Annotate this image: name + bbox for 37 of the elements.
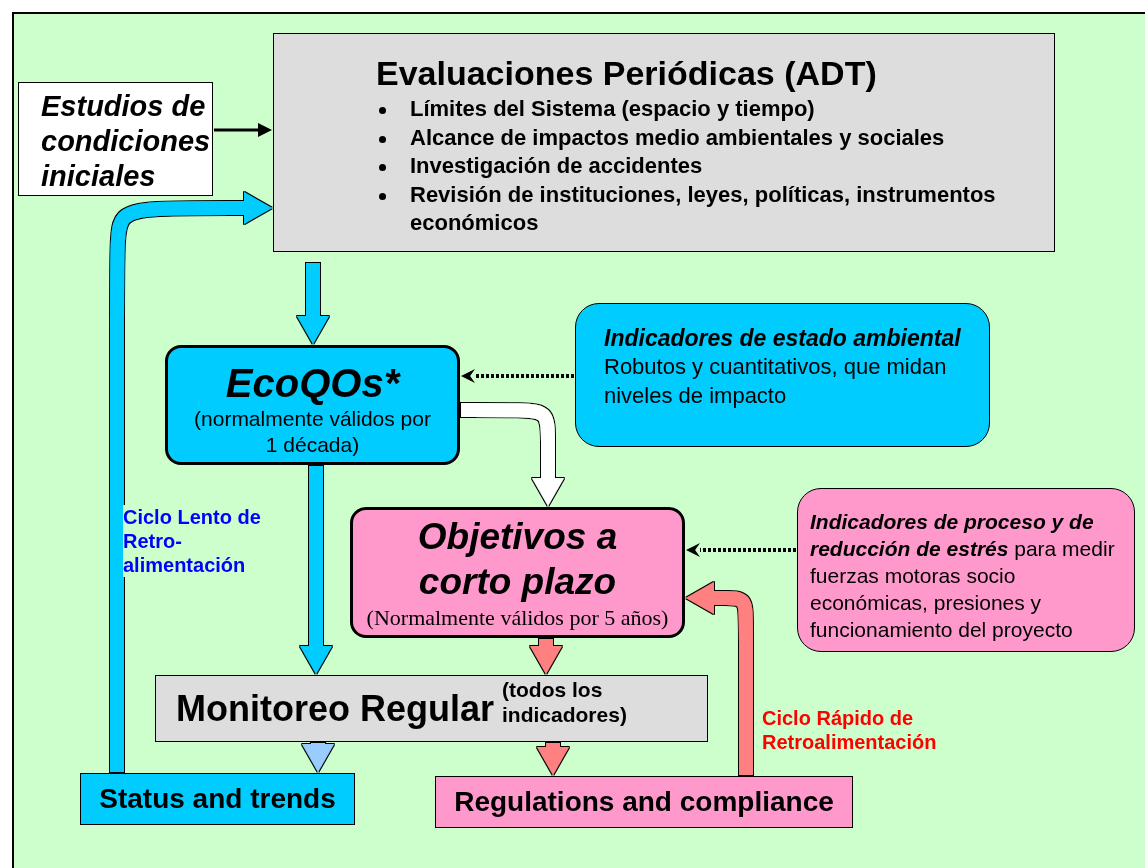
block-arrow <box>461 403 564 506</box>
box-text: Robutos y cuantitativos, que midan niveles de impacto <box>604 353 948 410</box>
box-title: Evaluaciones Periódicas (ADT) <box>376 54 877 94</box>
box-note: (normalmente válidos por 1 década) <box>193 405 432 458</box>
process-box <box>273 33 1055 252</box>
monitoring-box <box>155 675 708 742</box>
block-arrow <box>537 743 569 775</box>
box-note: (todos los indicadores) <box>502 678 628 727</box>
start-box <box>18 82 213 196</box>
arrow <box>214 123 272 137</box>
box-title: Estudios de condiciones iniciales <box>41 89 212 194</box>
bullet-text: Límites del Sistema (espacio y tiempo) <box>410 96 815 122</box>
indicator-box <box>797 488 1135 652</box>
box-text: Indicadores de proceso y de reducción de estrés para medir fuerzas motoras socio económicas, presiones y funcionamiento del proyecto <box>810 509 1116 643</box>
box-title: Indicadores de estado ambiental <box>604 324 961 353</box>
bullet-text: Alcance de impactos medio ambientales y sociales <box>410 124 945 150</box>
block-arrow <box>110 192 272 772</box>
dotted-arrow <box>461 369 574 383</box>
output-box <box>435 776 853 828</box>
block-arrow <box>297 263 329 344</box>
block-arrow <box>300 466 332 674</box>
objective-box <box>165 345 460 465</box>
block-arrow <box>530 639 562 674</box>
indicator-box <box>575 303 990 447</box>
bullet-text: Investigación de accidentes <box>410 153 703 179</box>
block-arrow <box>302 743 334 772</box>
dotted-arrow <box>686 543 796 557</box>
box-title: Monitoreo Regular <box>176 686 494 731</box>
box-title: EcoQOs* <box>225 359 400 406</box>
block-arrow <box>686 582 753 775</box>
box-title: Regulations and compliance <box>454 785 834 819</box>
output-box <box>80 773 355 825</box>
box-title: Status and trends <box>99 782 336 816</box>
box-title: Objetivos a corto plazo <box>416 515 619 604</box>
box-note: (Normalmente válidos por 5 años) <box>365 604 670 632</box>
objective-box <box>350 507 685 638</box>
bullet-text: Revisión de instituciones, leyes, políticas, instrumentos económicos <box>410 181 996 236</box>
